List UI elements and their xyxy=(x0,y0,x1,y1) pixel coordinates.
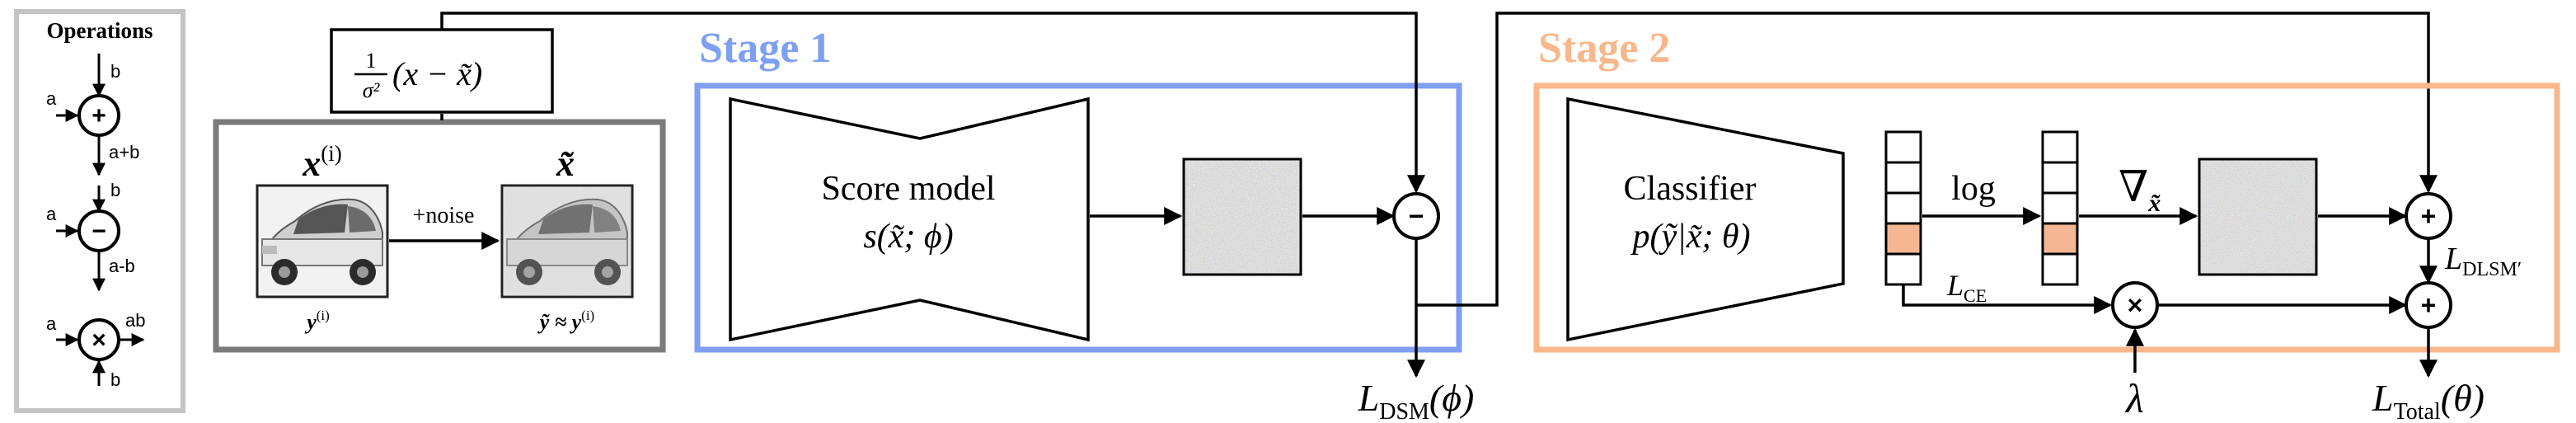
stage2-title: Stage 2 xyxy=(1538,25,1670,72)
ldsm-loss-label: LDSM(ϕ) xyxy=(1358,377,1475,423)
legend-subtract-op: − b a a-b xyxy=(46,180,135,292)
target-frac-num: 1 xyxy=(366,49,377,73)
target-box-border xyxy=(330,28,554,114)
lce-label: LCE xyxy=(1946,269,1987,306)
noisy-image-label: x̃ xyxy=(556,143,575,184)
stage2: Stage 2 Classifier p(ỹ|x̃; θ) log ∇x̃ xyxy=(1533,25,2560,353)
noisy-label-y: ỹ ≈ y(i) xyxy=(537,308,594,334)
clean-image-label: x(i) xyxy=(302,141,341,184)
legend-add-out: a+b xyxy=(109,142,139,162)
log-probability-vector xyxy=(2041,130,2079,286)
legend-subtract-a: a xyxy=(46,204,57,224)
legend-multiply-symbol: × xyxy=(91,327,106,354)
target-frac-den: σ² xyxy=(363,78,381,102)
score-model-fn: s(x̃; ϕ) xyxy=(863,218,953,256)
clean-car-image xyxy=(256,184,389,298)
data-box: x(i) y(i) +noise x̃ xyxy=(213,119,666,353)
legend-add-a: a xyxy=(46,88,57,109)
add-node-total-symbol: + xyxy=(2421,290,2437,320)
stage1-title: Stage 1 xyxy=(699,25,831,72)
legend-add-symbol: + xyxy=(91,102,106,129)
ldlsm-loss-label: LDLSM′ xyxy=(2444,242,2522,280)
noise-label: +noise xyxy=(413,203,475,228)
legend-multiply-out: ab xyxy=(125,310,145,331)
edge-stage1-to-stage2-add xyxy=(1416,12,2438,307)
stage2-border xyxy=(1533,82,2560,353)
score-model-shape xyxy=(729,96,1090,342)
legend-subtract-symbol: − xyxy=(91,218,106,245)
legend-subtract-out: a-b xyxy=(109,256,135,276)
legend-multiply-a: a xyxy=(46,313,57,334)
legend-add-b: b xyxy=(110,61,120,82)
stage1-border xyxy=(694,82,1462,353)
legend-subtract-b: b xyxy=(110,180,120,200)
multiply-node-symbol: × xyxy=(2128,290,2143,320)
edge-lce-to-multiply xyxy=(1902,284,2113,314)
edge-target-to-subtract xyxy=(440,12,1425,194)
legend-multiply-b: b xyxy=(110,369,120,390)
score-output-image xyxy=(1182,157,1302,276)
operations-title: Operations xyxy=(46,18,152,43)
log-label: log xyxy=(1951,170,1996,208)
score-model-name: Score model xyxy=(821,170,995,208)
legend-add-op: + b a a+b xyxy=(46,54,139,176)
clean-label-y: y(i) xyxy=(304,308,330,334)
lambda-label: λ xyxy=(2124,375,2144,421)
legend-multiply-op: × a ab b xyxy=(46,310,145,390)
subtract-node-symbol: − xyxy=(1409,201,1424,231)
operations-legend: Operations + b a a+b − b a a-b × xyxy=(14,9,185,413)
ltotal-loss-label: LTotal(θ) xyxy=(2372,377,2485,423)
classifier-name: Classifier xyxy=(1624,170,1757,208)
noisy-car-image xyxy=(500,184,634,298)
probability-vector xyxy=(1884,130,1922,286)
gradient-output-image xyxy=(2198,157,2318,276)
gradient-label: ∇x̃ xyxy=(2119,164,2161,217)
target-box: 1 σ² (x − x̃) xyxy=(330,28,554,114)
data-box-border xyxy=(213,119,666,353)
target-expr: (x − x̃) xyxy=(392,55,482,92)
stage1: Stage 1 Score model s(x̃; ϕ) − xyxy=(694,25,1462,353)
add-node-dlsm-symbol: + xyxy=(2421,201,2437,231)
classifier-fn: p(ỹ|x̃; θ) xyxy=(1631,218,1751,256)
operations-border xyxy=(14,9,185,413)
classifier-shape xyxy=(1566,96,1845,342)
